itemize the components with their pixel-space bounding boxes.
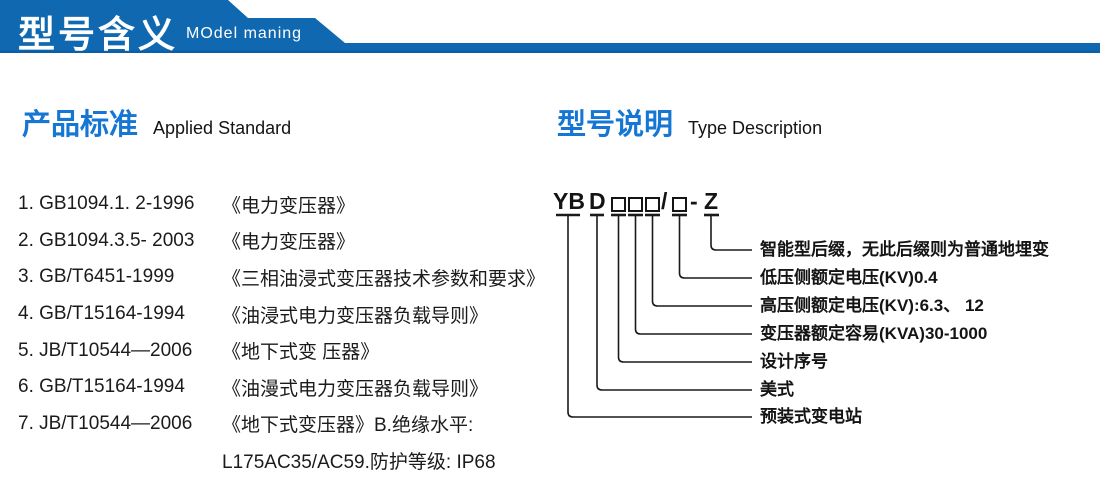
standard-code: 2. GB1094.3.5- 2003 bbox=[18, 229, 195, 251]
standard-code: 4. GB/T15164-1994 bbox=[18, 303, 185, 325]
code-box-icon-2 bbox=[628, 197, 643, 212]
standard-item-7: 7. JB/T10544—2006 《地下式变压器》B.绝缘水平: bbox=[18, 406, 558, 443]
standard-title: 《地下式变 压器》 bbox=[222, 342, 380, 364]
standard-title: 《三相油浸式变压器技术参数和要求》 bbox=[222, 268, 546, 290]
type-description-heading: 型号说明 Type Description bbox=[557, 109, 823, 142]
standard-item-1: 1. GB1094.1. 2-1996 《电力变压器》 bbox=[18, 186, 558, 223]
standard-code: 3. GB/T6451-1999 bbox=[18, 266, 175, 288]
standard-item-2: 2. GB1094.3.5- 2003 《电力变压器》 bbox=[18, 223, 558, 260]
diagram-label-rated-capacity: 变压器额定容易(KVA)30-1000 bbox=[760, 324, 988, 343]
model-code-dash: - bbox=[690, 188, 698, 214]
diagram-label-american-style: 美式 bbox=[760, 380, 794, 399]
standard-title: 《地下式变压器》B.绝缘水平: bbox=[222, 415, 474, 437]
model-code-d: D bbox=[589, 188, 606, 214]
applied-standard-heading: 产品标准 Applied Standard bbox=[22, 109, 292, 142]
banner-title-zh: 型号含义 bbox=[18, 14, 178, 55]
code-box-icon-4 bbox=[672, 197, 687, 212]
model-code-slash: / bbox=[661, 188, 668, 214]
banner-title-en: MOdel maning bbox=[186, 25, 303, 42]
type-description-heading-zh: 型号说明 bbox=[557, 109, 674, 141]
applied-standard-heading-en: Applied Standard bbox=[153, 117, 292, 138]
model-code-z: Z bbox=[704, 188, 719, 214]
standard-item-6: 6. GB/T15164-1994 《油漫式电力变压器负载导则》 bbox=[18, 369, 558, 406]
standard-title: 《电力变压器》 bbox=[222, 195, 356, 217]
standard-title: L175AC35/AC59.防护等级: IP68 bbox=[222, 451, 496, 473]
standard-item-7-continuation: L175AC35/AC59.防护等级: IP68 bbox=[18, 442, 558, 479]
diagram-label-prefab-substation: 预装式变电站 bbox=[760, 407, 862, 426]
diagram-label-lv-voltage: 低压侧额定电压(KV)0.4 bbox=[760, 268, 938, 287]
banner-ribbon-shape bbox=[0, 0, 1100, 53]
diagram-label-hv-voltage: 高压侧额定电压(KV):6.3、 12 bbox=[760, 296, 984, 315]
type-description-heading-en: Type Description bbox=[688, 117, 823, 138]
standard-code: 6. GB/T15164-1994 bbox=[18, 376, 185, 398]
code-box-icon-3 bbox=[645, 197, 660, 212]
diagram-label-smart-suffix: 智能型后缀，无此后缀则为普通地埋变 bbox=[760, 240, 1049, 259]
standard-item-5: 5. JB/T10544—2006 《地下式变 压器》 bbox=[18, 332, 558, 369]
standards-list: 1. GB1094.1. 2-1996 《电力变压器》 2. GB1094.3.… bbox=[18, 186, 558, 479]
diagram-label-design-serial: 设计序号 bbox=[760, 352, 828, 371]
standard-item-3: 3. GB/T6451-1999 《三相油浸式变压器技术参数和要求》 bbox=[18, 259, 558, 296]
applied-standard-heading-zh: 产品标准 bbox=[22, 109, 139, 141]
standard-code: 5. JB/T10544—2006 bbox=[18, 339, 193, 361]
standard-code: 7. JB/T10544—2006 bbox=[18, 412, 193, 434]
standard-item-4: 4. GB/T15164-1994 《油浸式电力变压器负载导则》 bbox=[18, 296, 558, 333]
standard-title: 《油漫式电力变压器负载导则》 bbox=[222, 378, 489, 400]
standard-title: 《油浸式电力变压器负载导则》 bbox=[222, 305, 489, 327]
model-code-yb: YB bbox=[553, 188, 585, 214]
standard-title: 《电力变压器》 bbox=[222, 232, 356, 254]
standard-code: 1. GB1094.1. 2-1996 bbox=[18, 193, 195, 215]
code-box-icon-1 bbox=[611, 197, 626, 212]
